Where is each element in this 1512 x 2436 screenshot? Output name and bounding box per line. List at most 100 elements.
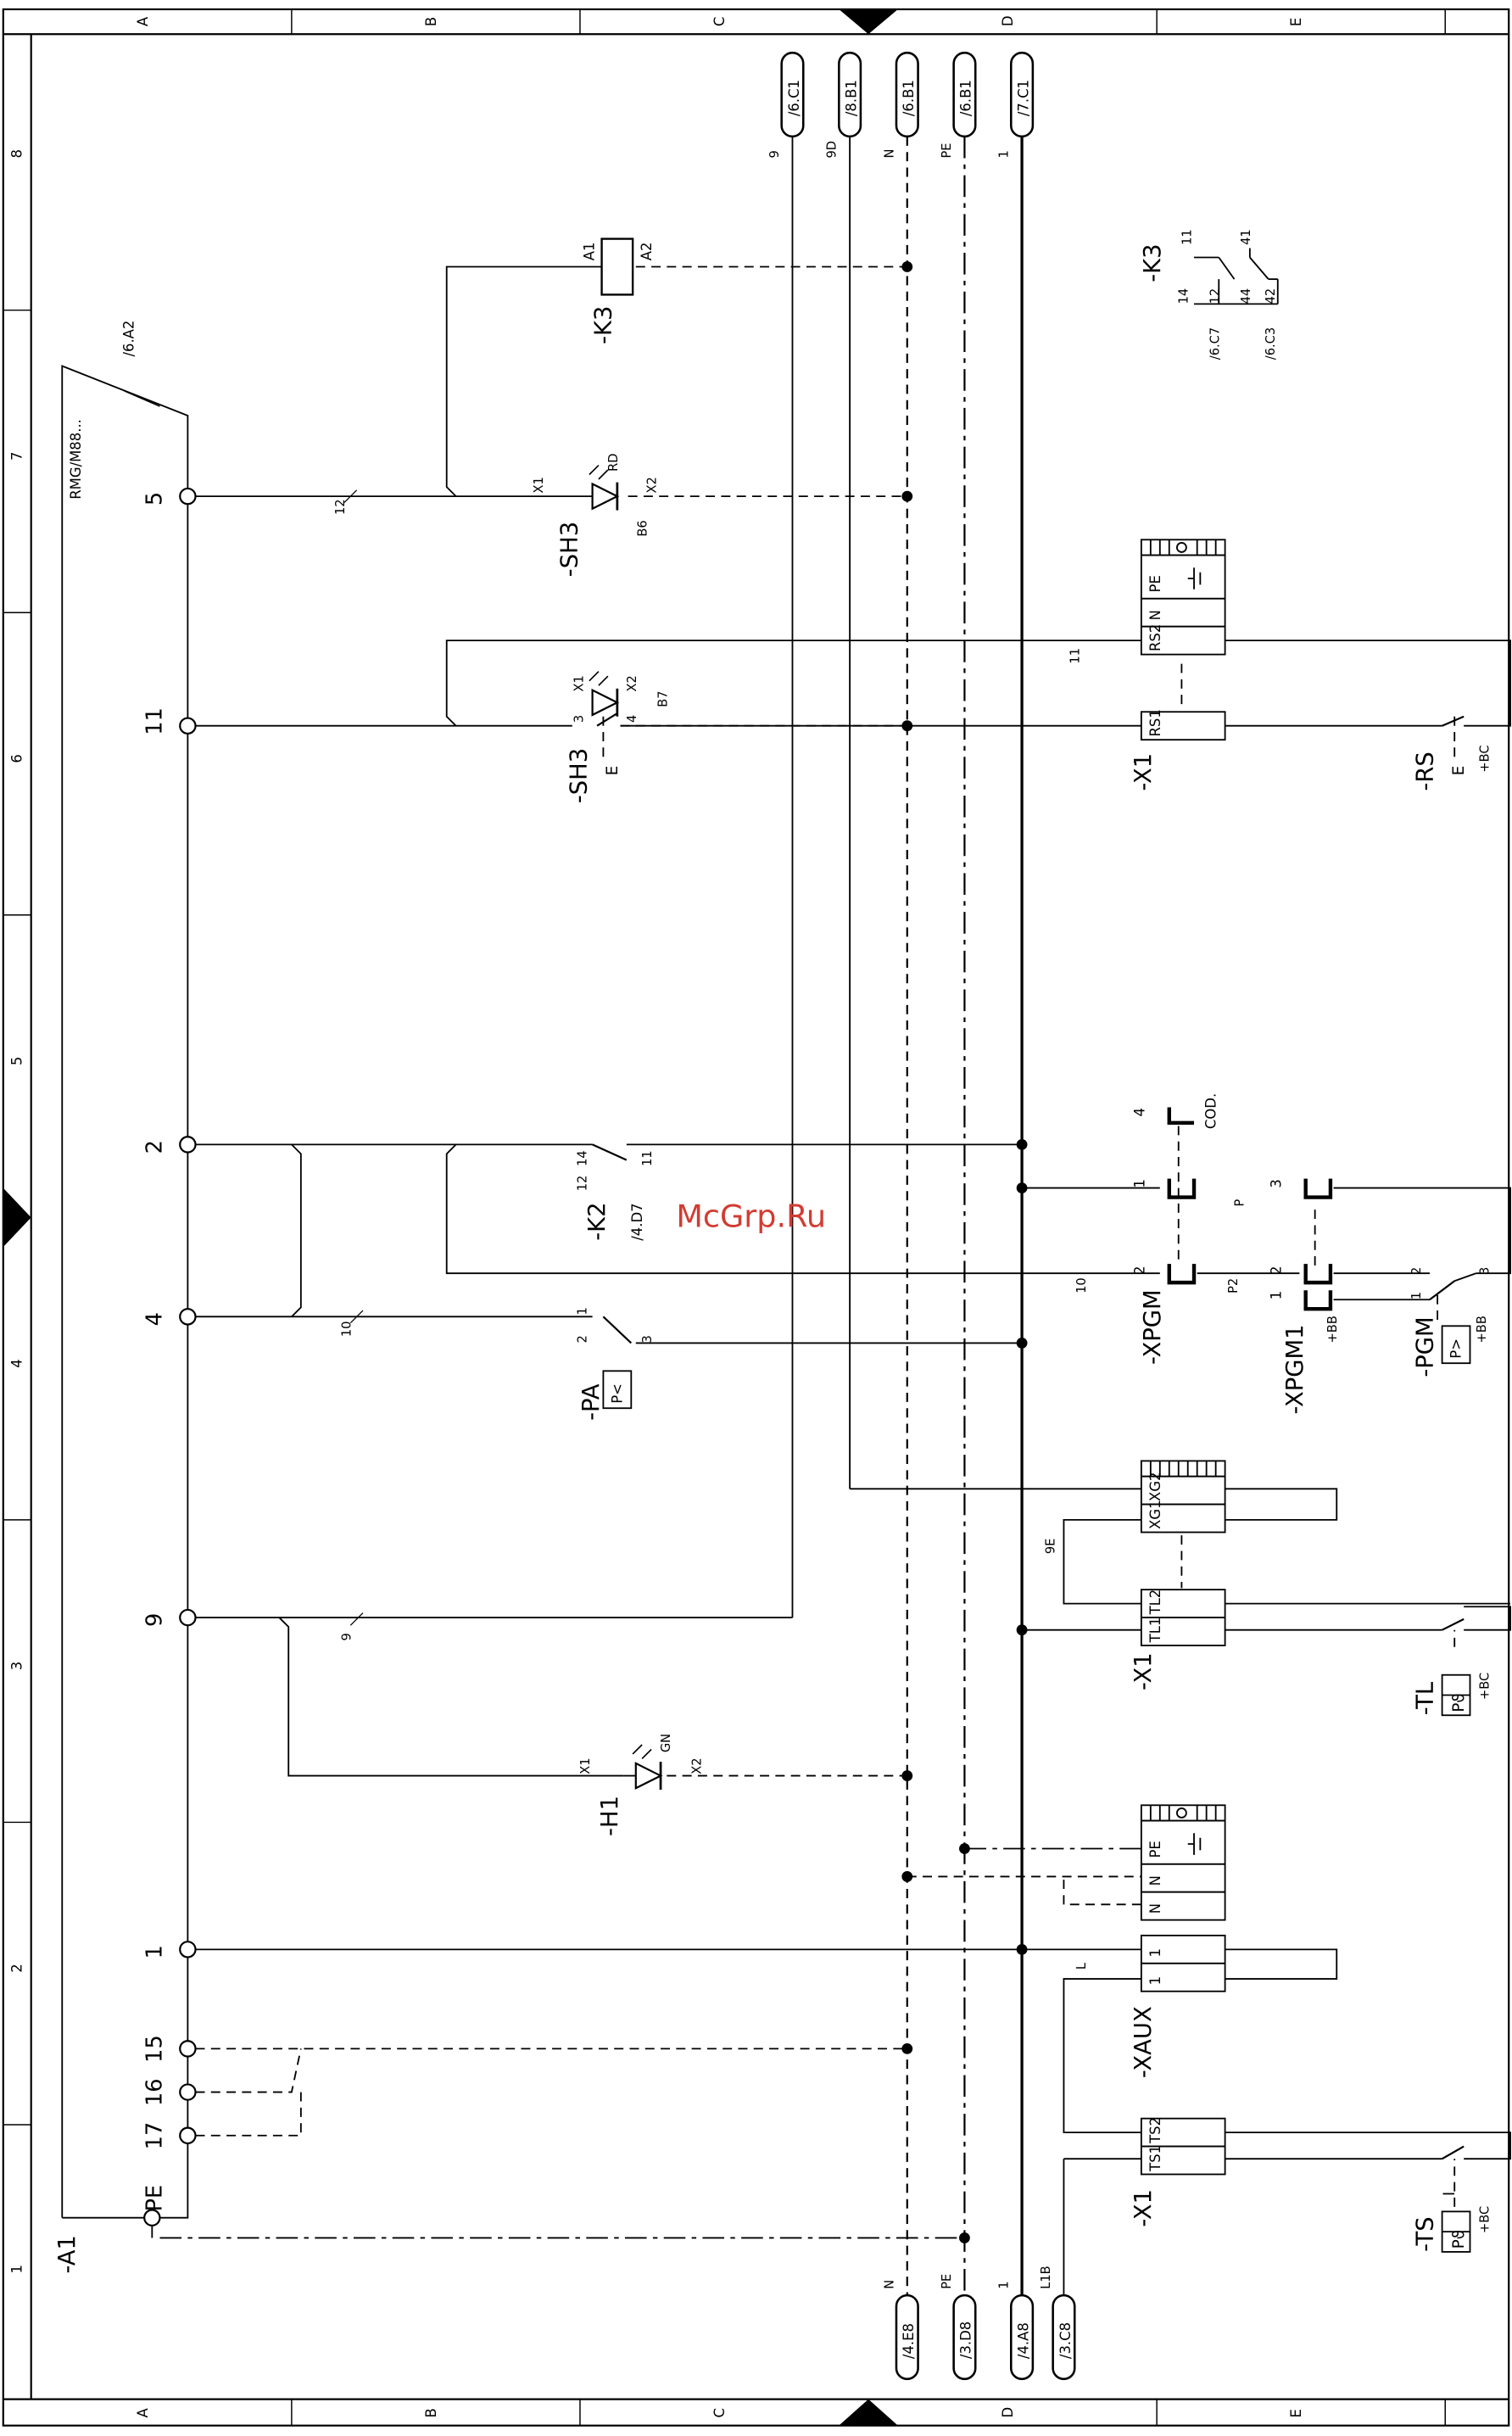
top-bus-ref-ref: /8.B1 — [843, 80, 859, 116]
svg-text:2: 2 — [142, 1140, 167, 1154]
pgm-pressure-switch: P> -PGM 1 2 3 +BB — [1409, 1267, 1492, 1377]
svg-text:-K3: -K3 — [591, 306, 617, 344]
column-label-bottom: E — [1288, 2409, 1304, 2417]
svg-text:X2: X2 — [625, 675, 639, 691]
svg-text:3: 3 — [572, 715, 587, 723]
svg-text:X2: X2 — [645, 477, 660, 493]
svg-text:1: 1 — [1132, 1179, 1148, 1187]
column-label-top: C — [711, 17, 728, 26]
svg-text:-K3: -K3 — [1140, 243, 1166, 282]
controller-ref-mark — [124, 390, 160, 407]
controller-tag: -A1 — [54, 2235, 81, 2273]
svg-text:42: 42 — [1264, 288, 1278, 304]
svg-text:P: P — [1233, 1199, 1247, 1207]
svg-text:11: 11 — [1068, 648, 1083, 664]
bottom-bus-ref-wire: N — [882, 2280, 896, 2289]
svg-text:-X1: -X1 — [1130, 753, 1157, 791]
svg-text:TS2: TS2 — [1147, 2117, 1163, 2144]
svg-text:GN: GN — [659, 1734, 673, 1752]
column-label-top: B — [423, 17, 439, 26]
svg-text:-SH3: -SH3 — [556, 522, 583, 577]
row-label: 2 — [9, 1964, 25, 1972]
svg-text:-TL: -TL — [1413, 1681, 1439, 1715]
row-label: 8 — [9, 149, 25, 158]
svg-text:1: 1 — [142, 1945, 167, 1958]
svg-text:XG1: XG1 — [1147, 1500, 1163, 1528]
svg-text:+BC: +BC — [1477, 1673, 1492, 1700]
svg-text:-RS: -RS — [1413, 751, 1439, 791]
controller-terminal-labels: 5 11 2 4 9 1 15 16 17 PE — [142, 492, 167, 2212]
svg-text:+BC: +BC — [1477, 2206, 1492, 2233]
svg-text:9: 9 — [142, 1613, 167, 1627]
svg-text:RS2: RS2 — [1147, 624, 1163, 651]
top-bus-ref-capsule — [895, 51, 919, 138]
svg-text:11: 11 — [640, 1150, 655, 1166]
svg-text:X1: X1 — [572, 675, 587, 691]
svg-text:P2: P2 — [1226, 1278, 1241, 1293]
svg-text:B7: B7 — [656, 690, 670, 707]
svg-text:RD: RD — [606, 453, 621, 471]
column-label-bottom: A — [135, 2408, 151, 2418]
bottom-bus-ref-ref: /4.E8 — [901, 2323, 917, 2359]
k3-aux-contacts — [1194, 248, 1279, 305]
svg-text:TL2: TL2 — [1147, 1590, 1163, 1616]
svg-text:/4.D7: /4.D7 — [629, 1203, 645, 1240]
top-bus-ref-wire: PE — [940, 142, 954, 158]
svg-text:PE: PE — [142, 2185, 167, 2212]
sh3-illuminated-switch: -SH3 E 3 4 X1 X2 B7 — [566, 671, 670, 803]
svg-text:4: 4 — [625, 715, 639, 723]
bottom-bus-references: /4.E8 N/3.D8 PE/4.A8 1/3.C8 L1B — [882, 2266, 1076, 2381]
column-label-top: E — [1288, 18, 1304, 26]
svg-text:Pϑ: Pϑ — [1450, 2230, 1468, 2249]
top-bus-ref-ref: /6.B1 — [958, 80, 974, 116]
bottom-bus-ref-ref: /4.A8 — [1015, 2322, 1031, 2359]
column-label-top: D — [1000, 15, 1016, 26]
column-label-bottom: C — [711, 2408, 728, 2417]
svg-text:44: 44 — [1239, 288, 1253, 304]
controller-a1 — [61, 365, 189, 2219]
svg-text:X1: X1 — [532, 477, 546, 493]
svg-text:1: 1 — [1147, 1948, 1163, 1957]
svg-text:15: 15 — [142, 2035, 167, 2063]
top-bus-ref-ref: /6.C1 — [786, 80, 802, 116]
svg-text:+BC: +BC — [1477, 745, 1492, 772]
bottom-bus-ref-capsule — [1009, 2294, 1035, 2381]
bottom-bus-ref-ref: /3.D8 — [958, 2321, 974, 2359]
svg-text:N: N — [1147, 1903, 1163, 1914]
svg-text:X2: X2 — [690, 1757, 705, 1774]
bottom-bus-ref-wire: PE — [940, 2274, 954, 2289]
svg-text:12: 12 — [333, 499, 348, 515]
svg-text:2: 2 — [1268, 1266, 1284, 1275]
svg-text:1: 1 — [1147, 1976, 1163, 1985]
svg-text:A1: A1 — [581, 242, 597, 260]
row-label: 6 — [9, 754, 25, 763]
x1-tl-terminal-block: XG2 XG1 TL2 TL1 -X1 9E — [1043, 1460, 1226, 1690]
svg-text:Pϑ: Pϑ — [1450, 1693, 1468, 1712]
bottom-bus-ref-wire: 1 — [997, 2281, 1012, 2288]
top-bus-ref-wire: 9D — [825, 141, 840, 159]
bottom-bus-ref-ref: /3.C8 — [1057, 2322, 1074, 2359]
svg-text:10: 10 — [339, 1321, 354, 1338]
k2-contact: -K2 /4.D7 12 14 11 — [575, 1143, 655, 1241]
svg-text:+BB: +BB — [1325, 1316, 1340, 1343]
svg-text:+BB: +BB — [1475, 1316, 1489, 1343]
bottom-bus-ref-capsule — [895, 2294, 919, 2381]
svg-text:2: 2 — [575, 1335, 589, 1343]
svg-text:2: 2 — [1409, 1267, 1424, 1275]
bus-lines — [791, 136, 1065, 2296]
svg-text:1: 1 — [1268, 1291, 1284, 1299]
bottom-bus-ref-capsule — [952, 2294, 977, 2381]
top-bus-ref-capsule — [838, 51, 862, 138]
svg-text:3: 3 — [640, 1335, 655, 1343]
row-label: 5 — [9, 1057, 25, 1065]
svg-text:-K2: -K2 — [584, 1202, 611, 1240]
svg-text:A2: A2 — [639, 242, 655, 260]
svg-text:-X1: -X1 — [1130, 2189, 1157, 2227]
pa-pressure-switch: P< -PA 1 2 3 10 — [339, 1307, 655, 1421]
top-bus-ref-capsule — [780, 51, 805, 138]
bottom-bus-ref-wire: L1B — [1039, 2266, 1053, 2288]
svg-text:12: 12 — [1208, 288, 1222, 304]
